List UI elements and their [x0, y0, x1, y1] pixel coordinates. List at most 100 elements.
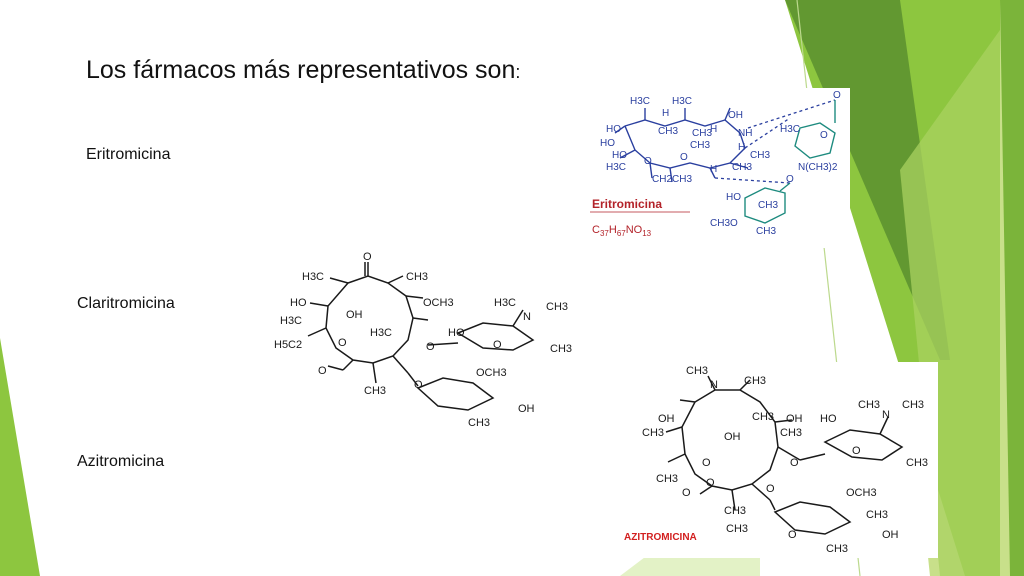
atom-label: N [523, 311, 531, 323]
label-azitromicina: Azitromicina [77, 453, 165, 470]
atom-label: CH3 [732, 162, 752, 173]
atom-label: O [833, 90, 841, 101]
atom-label: H3C [606, 162, 626, 173]
atom-label: HO [448, 327, 465, 339]
azitromicina-caption: AZITROMICINA [624, 532, 697, 543]
atom-label: OH [658, 413, 675, 425]
formula-o-count: 13 [642, 229, 651, 238]
atom-label: CH3 [658, 126, 678, 137]
atom-label: H5C2 [274, 339, 302, 351]
claritromicina-atom-labels: O H3C CH3 HO OH OCH3 H3C N CH3 H3C H3C H… [274, 251, 572, 428]
atom-label: OCH3 [846, 487, 877, 499]
atom-label: OH [346, 309, 363, 321]
formula-c: C [592, 224, 600, 236]
atom-label: H [738, 142, 745, 153]
atom-label: N [882, 409, 890, 421]
claritromicina-bonds [307, 262, 535, 411]
atom-label: CH3 [866, 509, 888, 521]
atom-label: OH [728, 110, 743, 121]
slide-title-colon: : [515, 62, 521, 82]
atom-label: CH3 [780, 427, 802, 439]
atom-label: O [852, 445, 861, 457]
atom-label: O [706, 477, 715, 489]
formula-c-count: 37 [600, 229, 609, 238]
atom-label: N [710, 379, 718, 391]
atom-label: O [338, 337, 347, 349]
eritromicina-structure: H3C H H3C OH HO CH3 HO CH3 H NH HO CH3 H… [580, 88, 850, 248]
atom-label: O [788, 529, 797, 541]
azitromicina-structure: CH3 N CH3 OH OH CH3 HO CH3 N CH3 CH3 CH3… [620, 362, 938, 558]
atom-label: CH3 [692, 128, 712, 139]
atom-label: HO [600, 138, 615, 149]
atom-label: O [680, 152, 688, 163]
atom-label: OCH3 [476, 367, 507, 379]
formula-h: H [609, 224, 617, 236]
right-center-light-triangle [900, 30, 1000, 576]
eritromicina-caption: Eritromicina [592, 197, 662, 211]
atom-label: CH3 [724, 505, 746, 517]
atom-label: O [414, 379, 423, 391]
claritromicina-structure: O H3C CH3 HO OH OCH3 H3C N CH3 H3C H3C H… [274, 251, 572, 428]
atom-label: H [710, 124, 717, 135]
atom-label: H3C [494, 297, 516, 309]
atom-label: CH3 [406, 271, 428, 283]
left-green-triangle [0, 338, 40, 576]
atom-label: CH3 [758, 200, 778, 211]
atom-label: O [363, 251, 372, 263]
label-eritromicina: Eritromicina [86, 146, 171, 163]
atom-label: H3C [780, 124, 800, 135]
atom-label: CH3 [750, 150, 770, 161]
atom-label: CH3 [906, 457, 928, 469]
label-claritromicina: Claritromicina [77, 295, 175, 312]
atom-label: H3C [672, 96, 692, 107]
formula-h-count: 67 [617, 229, 626, 238]
atom-label: CH3 [364, 385, 386, 397]
eritromicina-dashed-links [714, 99, 836, 184]
atom-label: HO [612, 150, 627, 161]
azitromicina-bonds [665, 375, 904, 535]
atom-label: OH [518, 403, 535, 415]
atom-label: OCH3 [423, 297, 454, 309]
atom-label: O [786, 174, 794, 185]
atom-label: HO [606, 124, 621, 135]
eritromicina-atom-labels: H3C H H3C OH HO CH3 HO CH3 H NH HO CH3 H… [600, 90, 841, 237]
atom-label: O [702, 457, 711, 469]
atom-label: H [662, 108, 669, 119]
atom-label: HO [726, 192, 741, 203]
atom-label: O [644, 156, 652, 167]
atom-label: CH3O [710, 218, 738, 229]
eritromicina-background [580, 88, 850, 248]
atom-label: CH3 [902, 399, 924, 411]
atom-label: NH [738, 128, 752, 139]
atom-label: CH3 [546, 301, 568, 313]
atom-label: H3C [302, 271, 324, 283]
eritromicina-formula: C37H67NO13 [592, 224, 652, 238]
atom-label: CH3 [756, 226, 776, 237]
slide-title: Los fármacos más representativos son: [86, 56, 520, 85]
right-edge-green-stripe [1000, 0, 1024, 576]
atom-label: CH3 [656, 473, 678, 485]
atom-label: N(CH3)2 [798, 162, 838, 173]
atom-label: CH3 [690, 140, 710, 151]
atom-label: CH3 [858, 399, 880, 411]
eritromicina-sugar-rings [744, 100, 836, 224]
azitromicina-atom-labels: CH3 N CH3 OH OH CH3 HO CH3 N CH3 CH3 CH3… [642, 365, 928, 555]
atom-label: H [710, 164, 717, 175]
atom-label: O [790, 457, 799, 469]
atom-label: OH [786, 413, 803, 425]
atom-label: CH3 [468, 417, 490, 428]
atom-label: CH3 [686, 365, 708, 377]
atom-label: CH3 [752, 411, 774, 423]
atom-label: CH2CH3 [652, 174, 692, 185]
atom-label: O [318, 365, 327, 377]
atom-label: H3C [280, 315, 302, 327]
atom-label: O [820, 130, 828, 141]
atom-label: CH3 [550, 343, 572, 355]
slide-title-text: Los fármacos más representativos son [86, 56, 516, 84]
atom-label: CH3 [726, 523, 748, 535]
atom-label: OH [882, 529, 899, 541]
atom-label: CH3 [826, 543, 848, 555]
atom-label: CH3 [642, 427, 664, 439]
atom-label: O [493, 339, 502, 351]
